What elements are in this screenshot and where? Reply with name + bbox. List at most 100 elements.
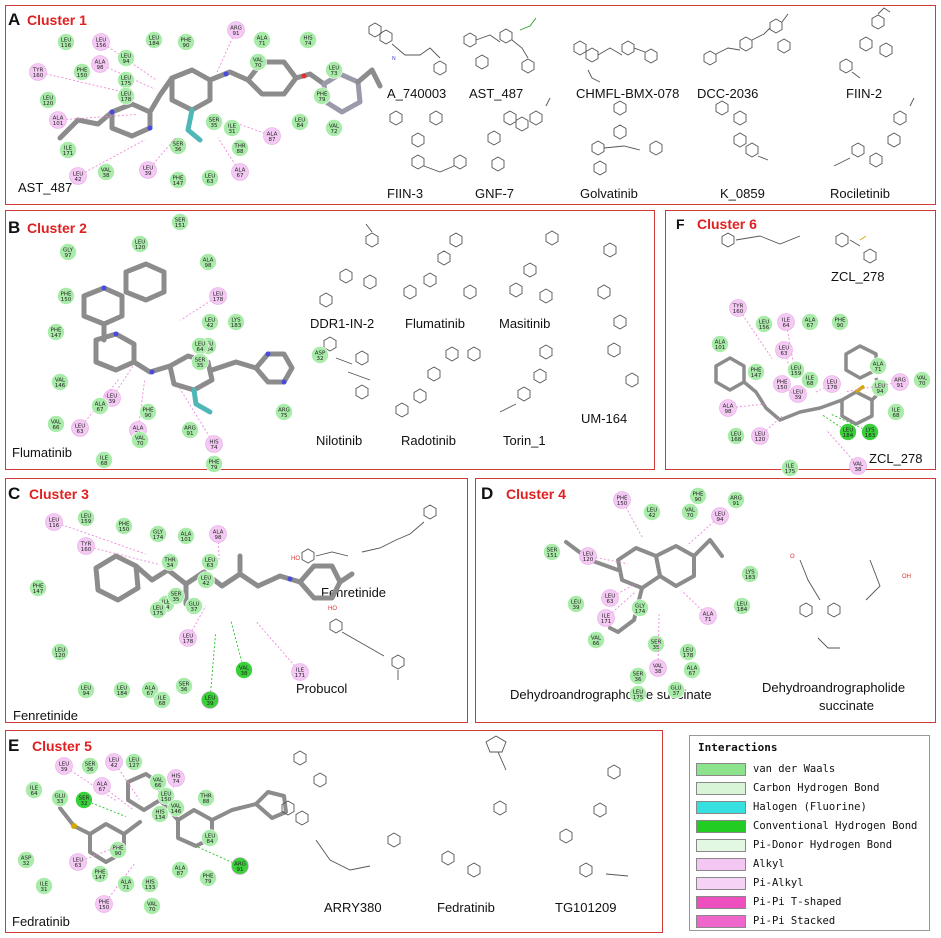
svg-text:LEU: LEU	[153, 606, 164, 612]
svg-text:LEU: LEU	[843, 428, 854, 434]
interaction-line	[844, 381, 901, 393]
svg-text:ARG: ARG	[278, 408, 290, 414]
svg-text:183: 183	[231, 323, 242, 329]
interaction-line	[814, 383, 833, 394]
svg-text:VAL: VAL	[101, 168, 112, 174]
svg-text:ILE: ILE	[892, 408, 901, 414]
svg-text:71: 71	[259, 41, 266, 47]
svg-text:94: 94	[877, 389, 884, 395]
svg-text:LEU: LEU	[121, 92, 132, 98]
cluster-4-title: Cluster 4	[506, 486, 566, 502]
svg-text:63: 63	[75, 863, 82, 869]
svg-text:91: 91	[237, 867, 244, 873]
svg-text:LEU: LEU	[793, 390, 804, 396]
svg-text:66: 66	[155, 783, 162, 789]
svg-text:151: 151	[175, 223, 186, 229]
svg-text:35: 35	[211, 123, 218, 129]
svg-text:174: 174	[153, 535, 164, 541]
svg-text:LEU: LEU	[117, 686, 128, 692]
svg-text:159: 159	[791, 371, 802, 377]
legend-swatch	[696, 838, 746, 852]
interaction-line	[232, 121, 273, 137]
svg-text:VAL: VAL	[171, 804, 182, 810]
svg-text:LEU: LEU	[755, 432, 766, 438]
svg-text:39: 39	[145, 171, 152, 177]
svg-text:SER: SER	[79, 796, 90, 802]
legend-item-halogen: Halogen (Fluorine)	[696, 799, 867, 815]
svg-text:PHE: PHE	[143, 408, 154, 414]
svg-text:LEU: LEU	[605, 594, 616, 600]
dehydro-structure: O OH	[790, 554, 911, 649]
svg-text:79: 79	[319, 97, 326, 103]
svg-text:63: 63	[207, 563, 214, 569]
svg-text:ALA: ALA	[723, 404, 734, 410]
svg-text:ILE: ILE	[296, 668, 305, 674]
panel-cluster-4	[475, 478, 936, 723]
svg-text:LEU: LEU	[75, 424, 86, 430]
interaction-line	[63, 765, 118, 802]
svg-text:ILE: ILE	[100, 456, 109, 462]
svg-text:67: 67	[807, 323, 814, 329]
svg-text:97: 97	[65, 253, 72, 259]
interaction-line	[605, 591, 636, 619]
svg-text:37: 37	[191, 607, 198, 613]
svg-text:116: 116	[61, 43, 72, 49]
svg-text:71: 71	[875, 367, 882, 373]
tg101209-structure	[559, 764, 629, 878]
svg-text:HIS: HIS	[303, 36, 313, 42]
svg-text:VAL: VAL	[253, 58, 264, 64]
svg-text:TYR: TYR	[32, 68, 44, 74]
interaction-line	[657, 614, 660, 669]
svg-text:ARG: ARG	[184, 426, 196, 432]
flumatinib-heteroatoms	[101, 285, 287, 385]
svg-text:LEU: LEU	[149, 36, 160, 42]
svg-text:PHE: PHE	[173, 176, 184, 182]
svg-text:LEU: LEU	[143, 166, 154, 172]
svg-text:98: 98	[725, 409, 732, 415]
svg-text:VAL: VAL	[55, 378, 66, 384]
svg-text:HIS: HIS	[145, 880, 155, 886]
svg-text:63: 63	[781, 351, 788, 357]
svg-text:ARG: ARG	[234, 862, 246, 868]
svg-text:LEU: LEU	[195, 342, 206, 348]
svg-text:90: 90	[145, 413, 152, 419]
svg-text:ARG: ARG	[894, 378, 906, 384]
svg-text:116: 116	[49, 523, 60, 529]
svg-text:ALA: ALA	[145, 686, 156, 692]
fenretinide-skeleton	[93, 553, 355, 607]
svg-text:PHE: PHE	[777, 380, 788, 386]
svg-text:38: 38	[655, 669, 662, 675]
svg-text:THR: THR	[233, 144, 245, 150]
legend-swatch	[696, 762, 746, 776]
dcc2036-structure	[703, 13, 791, 66]
zcl278-top-structure	[721, 232, 877, 264]
interaction-line	[621, 499, 644, 539]
svg-text:ALA: ALA	[203, 258, 214, 264]
svg-text:VAL: VAL	[51, 420, 62, 426]
panel-letter-e: E	[8, 736, 20, 755]
svg-text:ILE: ILE	[806, 376, 815, 382]
svg-text:ILE: ILE	[782, 318, 791, 324]
